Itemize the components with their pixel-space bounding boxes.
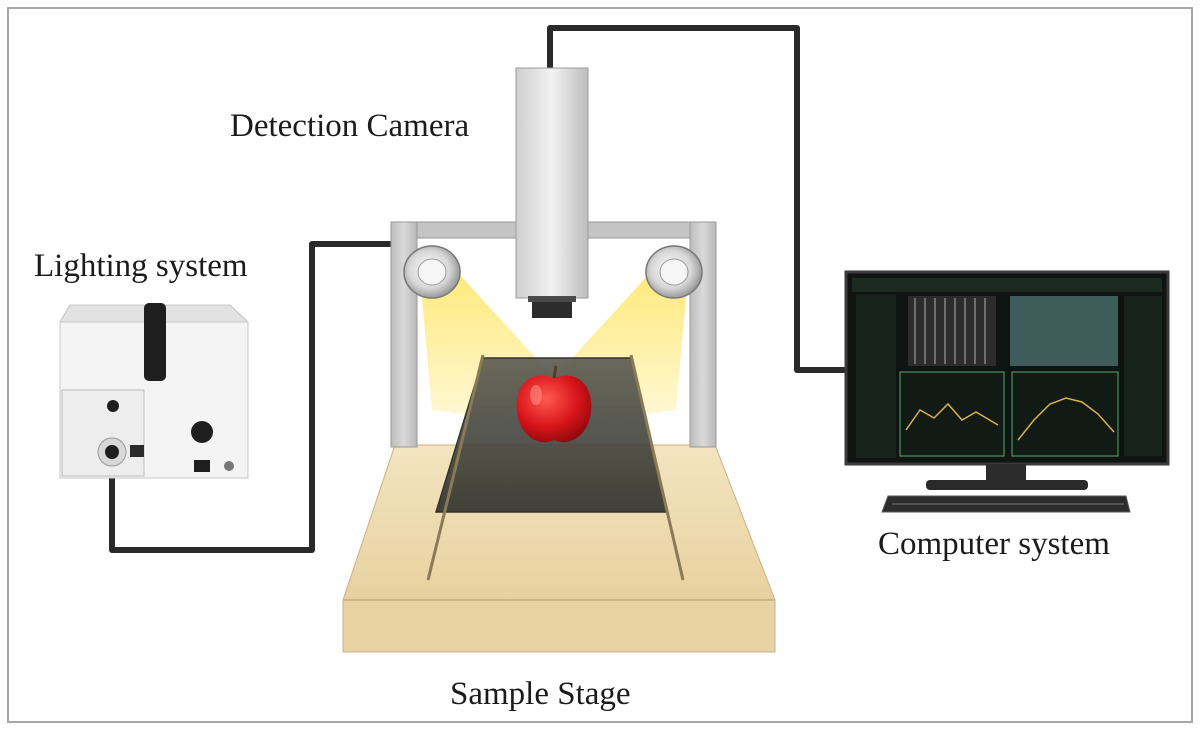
monitor-icon <box>844 270 1170 490</box>
outer-border <box>7 7 1193 723</box>
camera-icon <box>515 67 589 318</box>
lighting-label: Lighting system <box>34 248 248 284</box>
keyboard-icon <box>881 495 1131 513</box>
lamp-icon <box>403 245 461 299</box>
stage-label: Sample Stage <box>450 676 631 712</box>
camera-cable <box>547 25 848 373</box>
apple-icon <box>516 365 592 443</box>
computer-label: Computer system <box>878 526 1110 562</box>
cables <box>109 25 848 553</box>
lighting-cable <box>109 241 392 553</box>
light-source-icon <box>59 303 250 479</box>
lamp-icon-right <box>645 245 703 299</box>
camera-label: Detection Camera <box>230 108 470 144</box>
